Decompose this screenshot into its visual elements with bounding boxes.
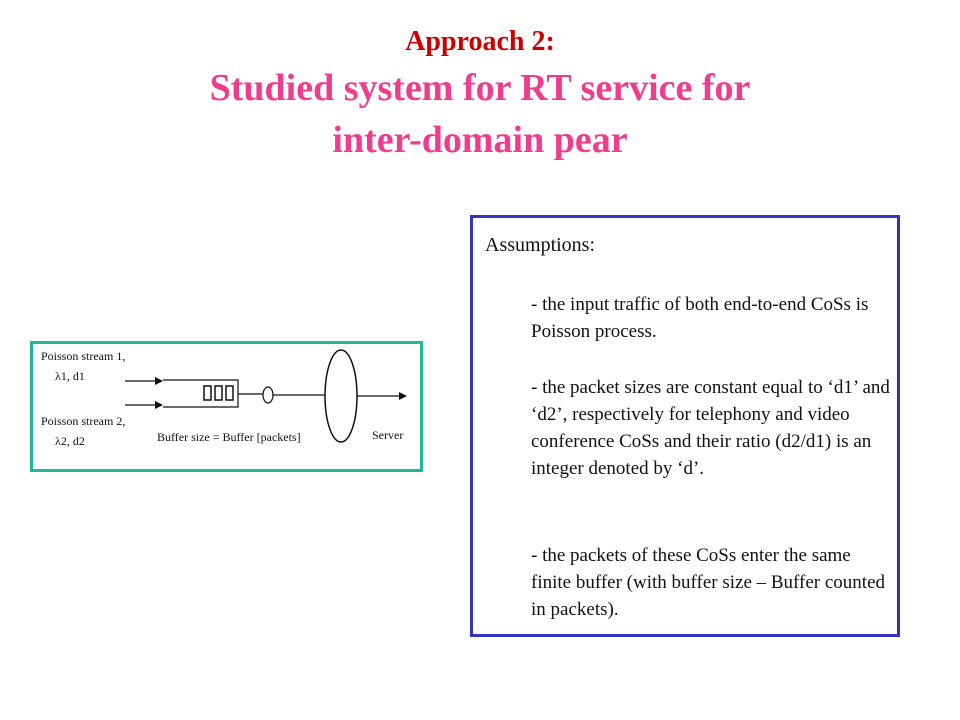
stream2-arrowhead	[155, 401, 163, 409]
assumptions-box: Assumptions: - the input traffic of both…	[470, 215, 900, 637]
stream1-label: Poisson stream 1,	[41, 349, 126, 363]
server-ellipse	[324, 349, 358, 443]
queue-system-diagram: Poisson stream 1, λ1, d1 Poisson stream …	[30, 341, 423, 472]
dispatcher-node	[262, 386, 274, 404]
packet-slot-1	[203, 385, 212, 401]
stream1-params: λ1, d1	[55, 369, 85, 383]
title-approach: Approach 2:	[405, 26, 555, 57]
assumption-item-2: - the packet sizes are constant equal to…	[531, 377, 890, 479]
stream2-label: Poisson stream 2,	[41, 414, 126, 428]
buffer-size-label: Buffer size = Buffer [packets]	[157, 430, 301, 444]
assumption-item-1: - the input traffic of both end-to-end C…	[531, 294, 869, 342]
title-line-2: inter-domain pear	[332, 119, 628, 161]
server-label: Server	[372, 428, 404, 442]
title-line-1: Studied system for RT service for	[209, 67, 751, 109]
packet-slot-2	[214, 385, 223, 401]
diagram-graphic	[125, 349, 407, 443]
slide-title: Approach 2: Studied system for RT servic…	[0, 22, 960, 166]
assumptions-heading: Assumptions:	[485, 234, 596, 256]
stream2-params: λ2, d2	[55, 434, 85, 448]
server-output-arrowhead	[399, 392, 407, 400]
stream1-arrowhead	[155, 377, 163, 385]
assumption-item-3: - the packets of these CoSs enter the sa…	[531, 545, 886, 620]
packet-slot-3	[225, 385, 234, 401]
